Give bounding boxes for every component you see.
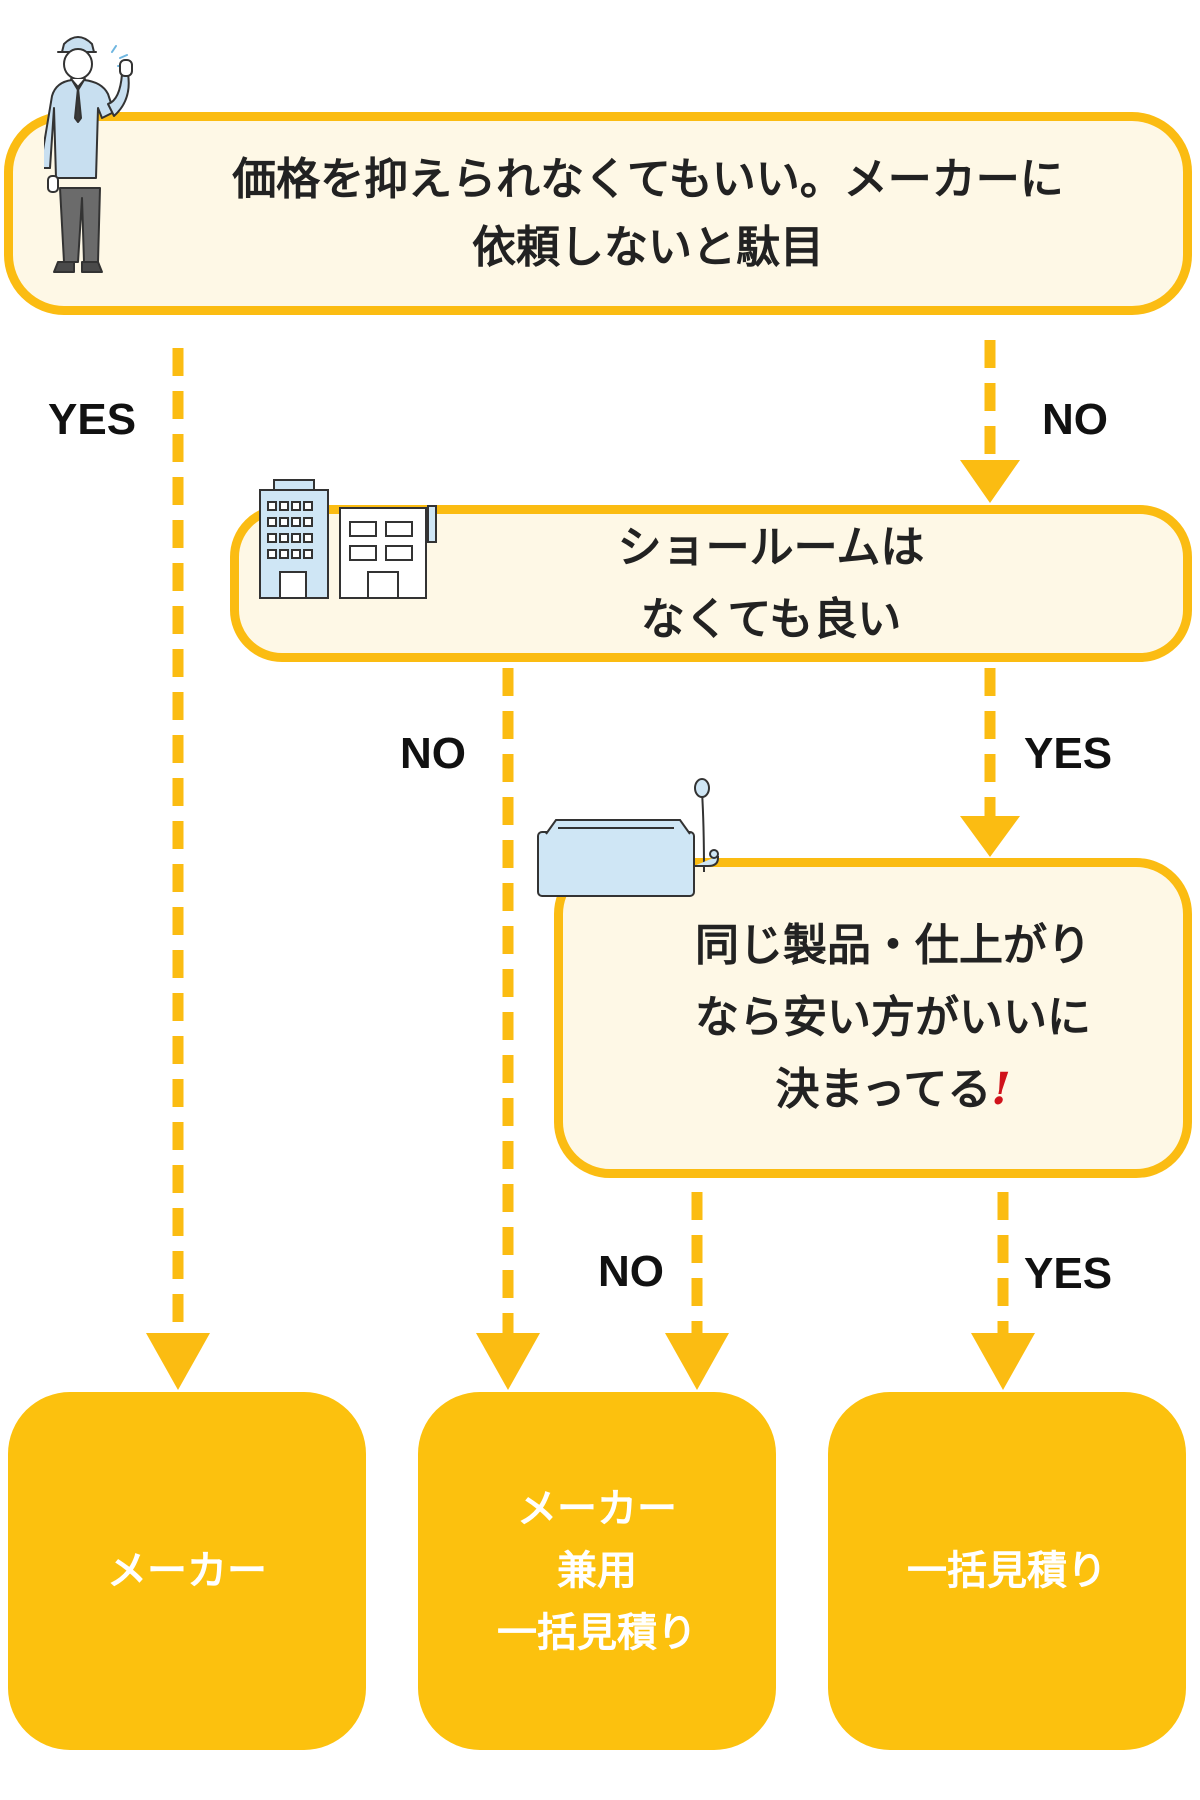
arrow-head-q2-no bbox=[476, 1333, 540, 1390]
branch-label-yes: YES bbox=[48, 395, 137, 444]
result-maker-and-bulk-quote: メーカー 兼用 一括見積り bbox=[418, 1392, 776, 1750]
question-box-showroom: ショールームは なくても良い bbox=[230, 505, 1192, 662]
branch-label-no: NO bbox=[598, 1247, 664, 1296]
result-label: 一括見積り bbox=[907, 1548, 1107, 1594]
branch-label-yes: YES bbox=[1024, 729, 1113, 778]
result-label: メーカー bbox=[107, 1548, 267, 1594]
arrow-head-q2-yes bbox=[960, 816, 1020, 857]
arrow-head-q1-yes bbox=[146, 1333, 210, 1390]
question-box-same-product: 同じ製品・仕上がり なら安い方がいいに 決まってる! bbox=[554, 858, 1192, 1178]
worker-illustration bbox=[44, 36, 133, 273]
result-bulk-quote: 一括見積り bbox=[828, 1392, 1186, 1750]
arrow-head-q3-no bbox=[665, 1333, 729, 1390]
result-label: メーカー 兼用 一括見積り bbox=[497, 1486, 697, 1656]
arrow-head-q3-yes bbox=[971, 1333, 1035, 1390]
branch-label-yes: YES bbox=[1024, 1249, 1113, 1298]
question-text: 同じ製品・仕上がり なら安い方がいいに 決まってる! bbox=[695, 920, 1091, 1115]
question-box-price: 価格を抑えられなくてもいい。メーカーに 依頼しないと駄目 bbox=[4, 112, 1192, 315]
exclamation-mark: ! bbox=[991, 1064, 1011, 1115]
result-maker: メーカー bbox=[8, 1392, 366, 1750]
bathtub-illustration bbox=[537, 778, 719, 897]
buildings-illustration bbox=[259, 479, 437, 599]
branch-label-no: NO bbox=[1042, 395, 1108, 444]
question-text: ショールームは なくても良い bbox=[617, 521, 925, 645]
branch-label-no: NO bbox=[400, 729, 466, 778]
arrow-head-q1-no bbox=[960, 460, 1020, 503]
question-text: 価格を抑えられなくてもいい。メーカーに 依頼しないと駄目 bbox=[232, 153, 1064, 273]
